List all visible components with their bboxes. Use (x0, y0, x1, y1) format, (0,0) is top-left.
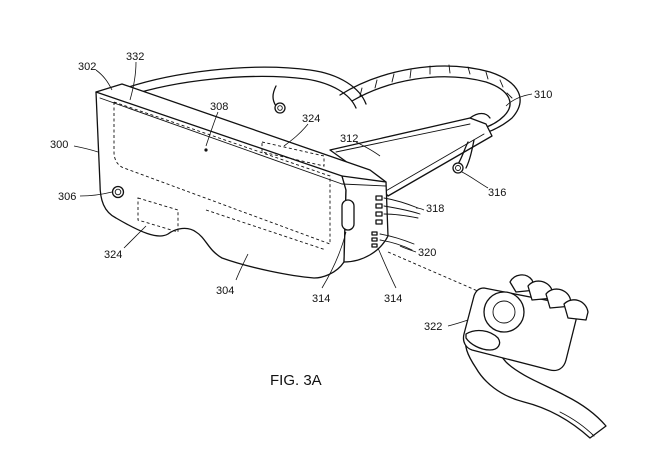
label-318: 318 (426, 203, 444, 215)
label-310: 310 (534, 89, 552, 101)
label-312: 312 (340, 133, 358, 145)
label-300: 300 (50, 139, 68, 151)
earbud (452, 139, 475, 174)
sensor-window-bottom (137, 197, 179, 233)
label-322: 322 (424, 321, 442, 333)
label-304: 304 (216, 285, 234, 297)
label-324-bottom: 324 (104, 249, 122, 261)
label-302: 302 (78, 61, 96, 73)
label-324-top: 324 (302, 113, 320, 125)
reference-labels: 302 332 308 324 312 310 316 300 306 318 … (50, 51, 552, 333)
display-screen (113, 101, 331, 245)
label-308: 308 (210, 101, 228, 113)
signal-line (387, 251, 481, 293)
label-332: 332 (126, 51, 144, 63)
label-306: 306 (58, 191, 76, 203)
leader-lines (73, 61, 533, 327)
upper-strap (119, 66, 367, 109)
head-strap (339, 64, 521, 137)
side-vents (371, 231, 378, 248)
side-button (341, 199, 355, 231)
sensor-window-top (261, 141, 325, 167)
face-cushion (205, 209, 327, 251)
label-314-left: 314 (312, 293, 330, 305)
lens-dot (204, 148, 208, 152)
figure-caption: FIG. 3A (270, 372, 322, 389)
label-320: 320 (418, 247, 436, 259)
label-316: 316 (488, 187, 506, 199)
headset-body (95, 83, 389, 279)
earbud-top (272, 85, 286, 114)
front-button (111, 185, 125, 199)
port-wires (379, 197, 421, 251)
controller (462, 274, 607, 439)
label-314-right: 314 (384, 293, 402, 305)
side-ports (375, 195, 383, 225)
